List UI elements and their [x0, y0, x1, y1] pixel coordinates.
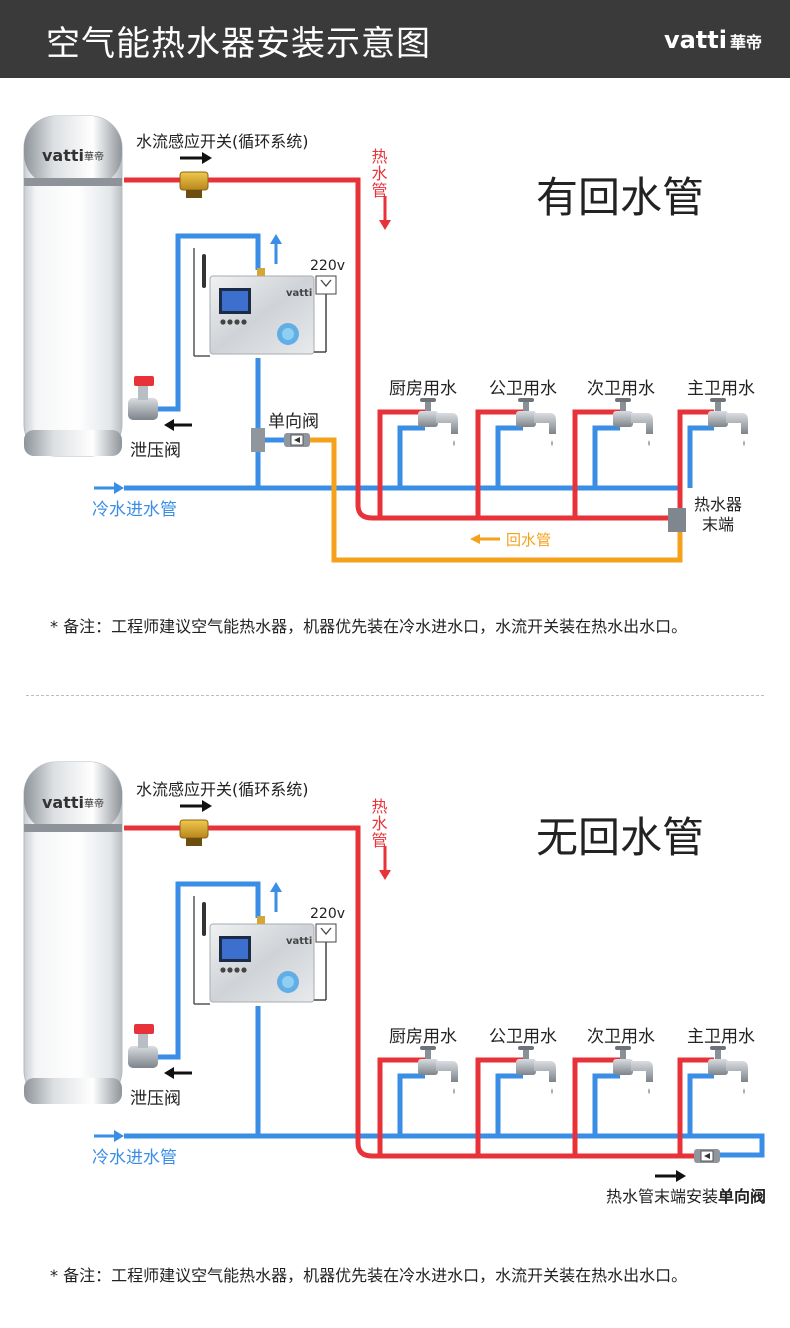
end-label-wrap: 热水器末端 [693, 495, 742, 534]
cold-inlet-label: 冷水进水管 [92, 500, 177, 520]
arrow-icon [379, 196, 391, 230]
note-text: * 备注：工程师建议空气能热水器，机器优先装在冷水进水口，水流开关装在热水出水口… [50, 1266, 688, 1285]
relief-valve-label: 泄压阀 [130, 1089, 181, 1109]
check-valve-icon [693, 1148, 721, 1164]
tank-brand-cn: 華帝 [84, 150, 104, 163]
outlet-label: 公卫用水 [489, 379, 557, 399]
power-socket-icon [314, 923, 337, 1001]
flow-switch-label: 水流感应开关(循环系统) [136, 780, 309, 799]
return-pipe [310, 437, 683, 563]
hot-pipe-label: 热水管 [369, 798, 388, 849]
unit-brand: vatti [286, 936, 312, 947]
end-tee-icon [668, 508, 686, 532]
flow-switch-icon [179, 171, 209, 198]
hot-pipe-label: 热水管 [369, 148, 388, 199]
tap-icon [613, 398, 653, 446]
control-unit-icon [201, 253, 315, 355]
flow-switch-label: 水流感应开关(循环系统) [136, 132, 309, 151]
tap-icon [516, 1046, 556, 1094]
tap-icon [418, 398, 458, 446]
end-valve-label-a: 热水管末端安装 [606, 1187, 718, 1206]
check-valve-label: 单向阀 [268, 412, 319, 432]
power-label: 220v [310, 258, 345, 274]
outlet-label: 次卫用水 [587, 1027, 655, 1047]
outlet-label: 公卫用水 [489, 1027, 557, 1047]
end-valve-label: 热水管末端安装单向阀 [606, 1187, 766, 1206]
tank-brand-en: vatti [42, 146, 84, 165]
note-text: * 备注：工程师建议空气能热水器，机器优先装在冷水进水口，水流开关装在热水出水口… [50, 617, 688, 636]
tap-icon [418, 1046, 458, 1094]
outlet-label: 主卫用水 [687, 1027, 755, 1047]
cold-pipes [124, 881, 765, 1158]
section-without-return: vatti 華帝 vatti [23, 761, 766, 1206]
outlet-label: 厨房用水 [389, 1027, 457, 1047]
section-divider [26, 695, 764, 696]
arrow-icon [94, 1130, 124, 1142]
control-unit-icon [201, 901, 315, 1003]
arrow-icon [379, 846, 391, 880]
end-label: 热水器末端 [693, 495, 742, 534]
arrow-icon [164, 1067, 192, 1079]
cold-inlet-label: 冷水进水管 [92, 1148, 177, 1168]
water-tank: vatti 華帝 [23, 761, 123, 1104]
unit-brand: vatti [286, 288, 312, 299]
check-valve-icon [251, 428, 311, 452]
hot-pipes [124, 825, 714, 1159]
tank-brand-cn: 華帝 [84, 797, 104, 810]
arrow-icon [470, 534, 500, 544]
page-title: 空气能热水器安装示意图 [46, 24, 431, 64]
outlet-label: 次卫用水 [587, 379, 655, 399]
tap-icon [516, 398, 556, 446]
section-heading: 无回水管 [536, 813, 704, 862]
power-socket-icon [314, 275, 337, 353]
flow-switch-icon [179, 819, 209, 846]
outlet-label: 主卫用水 [687, 379, 755, 399]
outlet-label: 厨房用水 [389, 379, 457, 399]
arrow-icon [655, 1170, 686, 1182]
installation-diagram: vatti 華帝 [23, 115, 766, 1206]
relief-valve-label: 泄压阀 [130, 441, 181, 461]
water-tank: vatti 華帝 [23, 115, 123, 457]
brand-logo-en: vatti [663, 26, 727, 54]
end-valve-label-b: 单向阀 [718, 1187, 766, 1206]
section-heading: 有回水管 [536, 173, 704, 222]
tank-brand-en: vatti [42, 793, 84, 812]
return-pipe-label: 回水管 [506, 531, 551, 549]
arrow-icon [180, 800, 212, 812]
tap-icon [613, 1046, 653, 1094]
arrow-icon [164, 419, 192, 431]
arrow-icon [180, 152, 212, 164]
arrow-icon [270, 234, 282, 264]
relief-valve-icon [128, 1024, 158, 1068]
relief-valve-icon [128, 376, 158, 420]
tap-icon [708, 1046, 748, 1094]
brand-logo-cn: 華帝 [729, 33, 762, 52]
cold-pipes [124, 233, 714, 491]
hot-pipes [124, 177, 714, 521]
power-label: 220v [310, 906, 345, 922]
arrow-icon [270, 882, 282, 912]
tap-icon [708, 398, 748, 446]
section-with-return: vatti 華帝 [23, 115, 755, 563]
arrow-icon [94, 482, 124, 494]
